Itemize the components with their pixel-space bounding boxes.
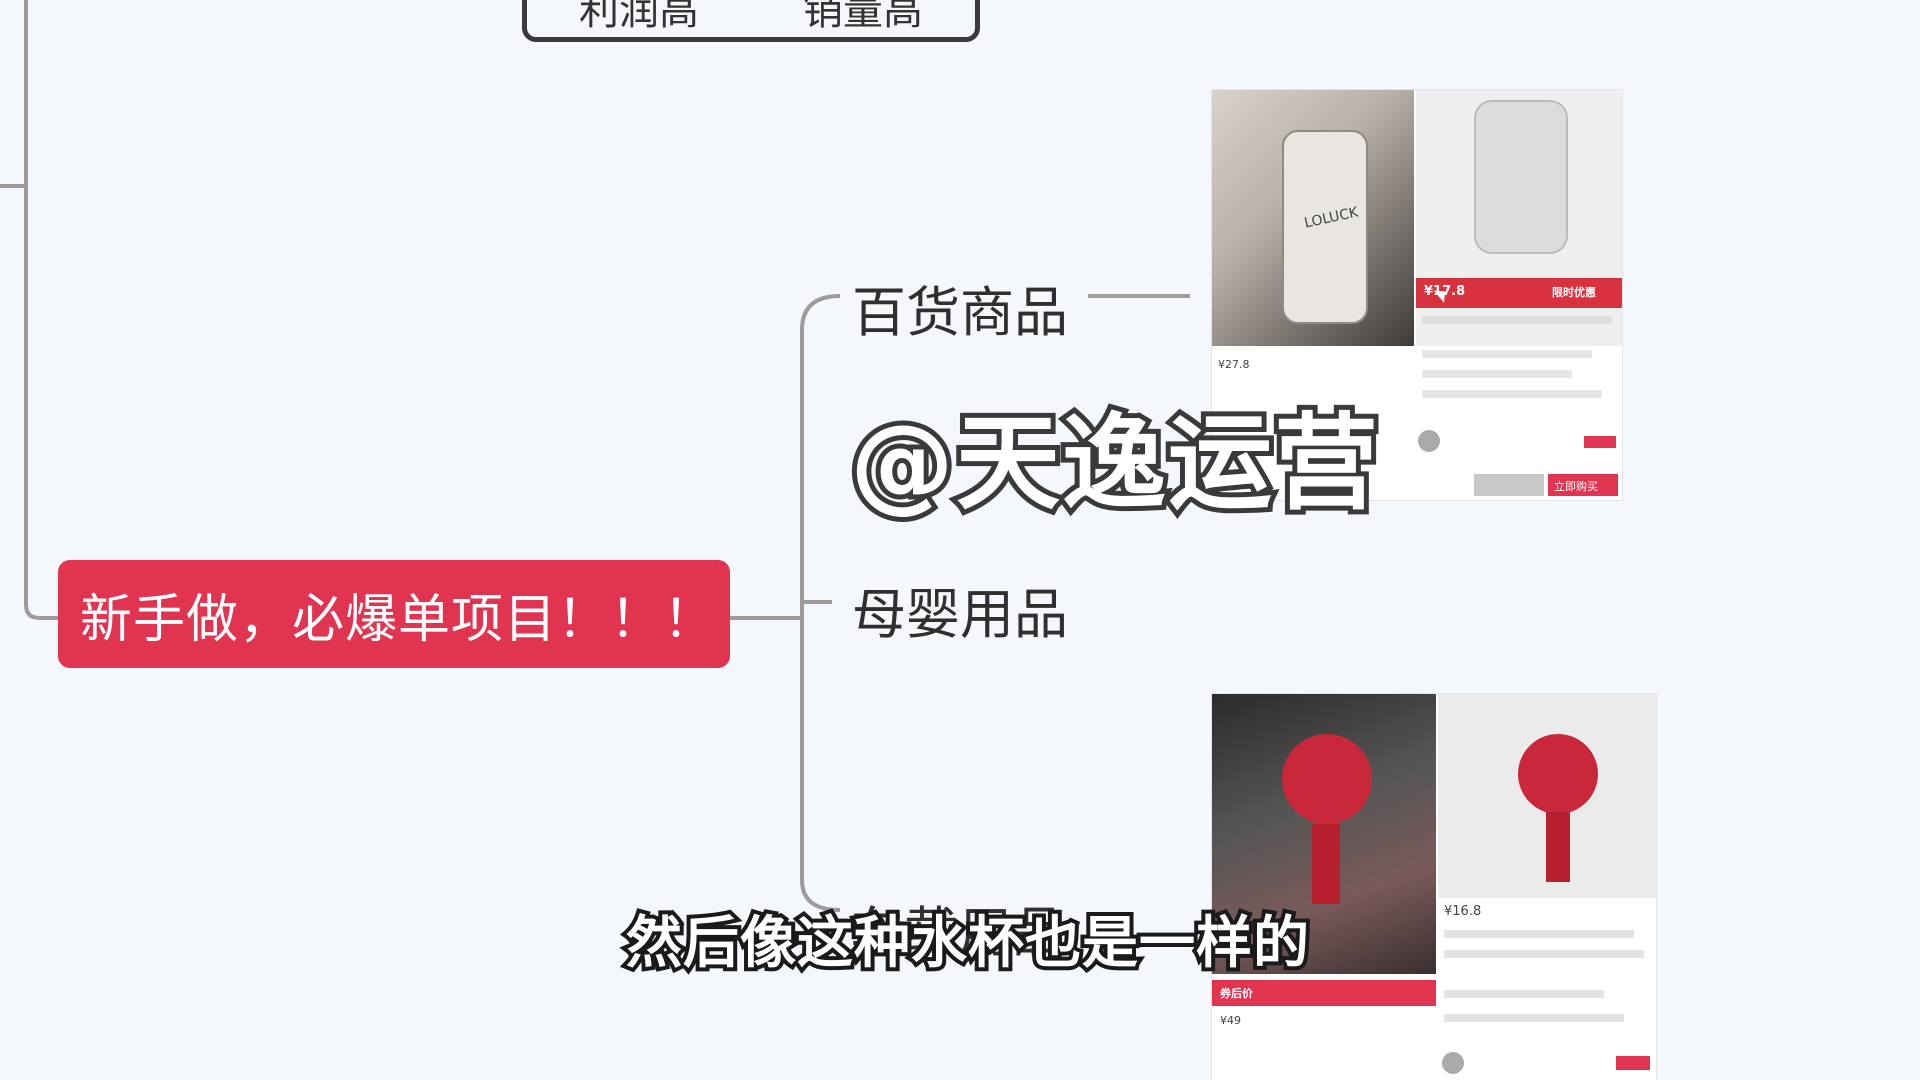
ornament-shape-icon-2: [1518, 734, 1598, 814]
car-price-left: ¥49: [1220, 1014, 1241, 1027]
buy-now-button[interactable]: 立即购买: [1548, 474, 1618, 496]
cup-photo-right: ¥17.8 限时优惠: [1416, 90, 1622, 346]
top-node-label-profit: 利润高: [579, 0, 699, 34]
ornament-shape-icon: [1282, 734, 1372, 824]
watermark-text: @天逸运营: [845, 397, 1383, 529]
seller-avatar: [1418, 430, 1440, 452]
cup-price-banner: ¥17.8 限时优惠: [1416, 278, 1622, 308]
branch-spine-line: [800, 294, 841, 912]
top-node-label-sales: 销量高: [803, 0, 923, 34]
car-banner-tag: 券后价: [1220, 987, 1253, 1000]
car-photo-right: [1438, 694, 1656, 898]
car-photo-left: [1212, 694, 1436, 974]
branch-cheza[interactable]: 车载用品: [850, 888, 1066, 967]
car-text-line-2: [1444, 950, 1644, 958]
car-price-banner: 券后价: [1212, 980, 1436, 1006]
car-text-line-4: [1444, 1014, 1624, 1022]
cup-text-line: [1422, 316, 1612, 324]
buy-now-label: 立即购买: [1554, 480, 1598, 493]
cup-photo-left: LOLUCK: [1212, 90, 1414, 346]
car-price-right: ¥16.8: [1444, 904, 1482, 919]
cup-banner-price: ¥17.8: [1424, 284, 1466, 299]
subtitle-caption: 然后像这种水杯也是一样的: [622, 907, 1313, 980]
root-node[interactable]: 新手做，必爆单项目！！！: [58, 560, 730, 668]
car-text-line-3: [1444, 990, 1604, 998]
branch-label-cheza: 车载用品: [850, 901, 1066, 964]
car-seller-avatar: [1442, 1052, 1464, 1074]
cup-text-line-3: [1422, 370, 1572, 378]
cup-price-left: ¥27.8: [1218, 358, 1250, 371]
cup-shape-icon-2: [1474, 100, 1568, 254]
cup-product-screenshot[interactable]: LOLUCK ¥17.8 限时优惠 ¥27.8 立即购买: [1212, 90, 1622, 500]
root-node-label: 新手做，必爆单项目！！！: [80, 589, 717, 650]
branch-label-baihuo: 百货商品: [852, 281, 1068, 344]
left-trunk-line: [24, 0, 58, 620]
branch-baihuo[interactable]: 百货商品: [852, 268, 1068, 347]
car-text-line: [1444, 930, 1634, 938]
follow-button[interactable]: [1584, 436, 1616, 448]
top-node-box[interactable]: 利润高 销量高: [522, 0, 980, 42]
add-cart-button[interactable]: [1474, 474, 1544, 496]
branch-muying[interactable]: 母婴用品: [852, 570, 1068, 649]
branch-label-muying: 母婴用品: [852, 583, 1068, 646]
car-product-screenshot[interactable]: 券后价 ¥49 ¥16.8: [1212, 694, 1656, 1080]
cup-text-line-4: [1422, 390, 1602, 398]
tassel-shape-icon: [1312, 824, 1340, 904]
car-follow-button[interactable]: [1616, 1056, 1650, 1070]
cup-banner-tag: 限时优惠: [1552, 286, 1596, 299]
cup-text-line-2: [1422, 350, 1592, 358]
tassel-shape-icon-2: [1546, 812, 1570, 882]
cup-shape-icon: [1282, 130, 1368, 324]
